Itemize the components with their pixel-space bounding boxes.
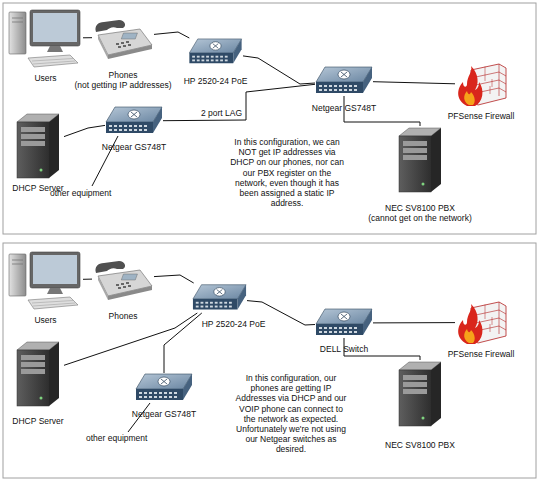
- firewall-icon: [458, 302, 506, 344]
- device-caption: DELL Switch: [320, 344, 368, 354]
- computer-icon: [9, 10, 80, 67]
- network-link: [243, 56, 315, 84]
- network-link: [373, 82, 455, 84]
- device-label: Netgear GS748T: [132, 409, 196, 419]
- switch-icon: [193, 285, 246, 310]
- device-label: DELL Switch: [320, 344, 368, 354]
- device-label: (cannot get on the network): [368, 213, 471, 223]
- phone-icon: [95, 20, 152, 59]
- device-caption: NEC SV8100 PBX: [385, 440, 455, 450]
- device-caption: Users: [34, 315, 56, 325]
- note-text: In this configuration, our phones are ge…: [233, 373, 349, 455]
- equipment-label: other equipment: [86, 433, 166, 443]
- firewall-icon: [458, 64, 506, 106]
- device-node: Netgear GS748T: [135, 373, 193, 403]
- network-link: [164, 313, 202, 373]
- panel-frame: [3, 3, 536, 234]
- computer-icon: [9, 252, 80, 309]
- server-icon: [399, 128, 441, 192]
- device-label: NEC SV8100 PBX: [385, 440, 455, 450]
- device-caption: Users: [34, 73, 56, 83]
- switch-icon: [106, 107, 162, 133]
- device-node: HP 2520-24 PoE: [192, 283, 247, 313]
- device-node: Netgear GS748T: [315, 66, 373, 96]
- device-label: HP 2520-24 PoE: [184, 76, 248, 86]
- device-caption: Phones: [109, 311, 138, 321]
- panel-frame: [3, 243, 536, 478]
- device-label: HP 2520-24 PoE: [202, 319, 266, 329]
- device-caption: Netgear GS748T: [102, 142, 166, 152]
- device-label: Netgear GS748T: [102, 142, 166, 152]
- device-caption: PFSense Firewall: [448, 349, 515, 359]
- switch-icon: [136, 374, 192, 400]
- device-node: Users: [8, 8, 83, 68]
- device-label: PFSense Firewall: [448, 349, 515, 359]
- device-caption: Phones(not getting IP addresses): [74, 70, 171, 90]
- device-label: NEC SV8100 PBX: [368, 203, 471, 213]
- device-caption: HP 2520-24 PoE: [184, 76, 248, 86]
- device-label: Netgear GS748T: [312, 103, 376, 113]
- network-link: [163, 84, 315, 120]
- device-caption: PFSense Firewall: [448, 111, 515, 121]
- device-node: Phones(not getting IP addresses): [92, 15, 154, 60]
- switch-icon: [316, 309, 372, 335]
- device-label: Users: [34, 315, 56, 325]
- link-label: 2 port LAG: [200, 108, 243, 118]
- device-caption: Netgear GS748T: [132, 409, 196, 419]
- device-node: DHCP Server: [12, 340, 64, 408]
- network-link: [373, 322, 455, 323]
- device-label: DHCP Server: [12, 416, 63, 426]
- device-caption: DHCP Server: [12, 416, 63, 426]
- switch-icon: [316, 67, 372, 93]
- phone-icon: [95, 261, 152, 300]
- device-node: DHCP Server: [12, 112, 64, 180]
- device-node: DELL Switch: [315, 308, 373, 338]
- device-node: Netgear GS748T: [105, 106, 163, 136]
- server-icon: [17, 342, 59, 406]
- equipment-label: other equipment: [50, 188, 130, 198]
- device-label: (not getting IP addresses): [74, 80, 171, 90]
- device-node: Users: [8, 250, 83, 310]
- server-icon: [17, 114, 59, 178]
- device-node: NEC SV8100 PBX: [395, 360, 445, 428]
- device-label: PFSense Firewall: [448, 111, 515, 121]
- network-link: [154, 275, 194, 283]
- network-link: [64, 125, 105, 136]
- device-node: NEC SV8100 PBX(cannot get on the network…: [395, 126, 445, 194]
- device-node: HP 2520-24 PoE: [188, 38, 243, 66]
- device-caption: NEC SV8100 PBX(cannot get on the network…: [368, 203, 471, 223]
- note-text: In this configuration, we can NOT get IP…: [230, 137, 344, 208]
- switch-icon: [189, 39, 241, 63]
- server-icon: [399, 362, 441, 426]
- network-link: [83, 37, 92, 38]
- device-caption: HP 2520-24 PoE: [202, 319, 266, 329]
- device-node: PFSense Firewall: [455, 300, 507, 345]
- device-label: Phones: [74, 70, 171, 80]
- device-label: Phones: [109, 311, 138, 321]
- device-caption: Netgear GS748T: [312, 103, 376, 113]
- device-label: Users: [34, 73, 56, 83]
- network-link: [154, 32, 189, 38]
- network-link: [83, 279, 92, 280]
- device-node: PFSense Firewall: [455, 62, 507, 107]
- device-node: Phones: [92, 256, 154, 301]
